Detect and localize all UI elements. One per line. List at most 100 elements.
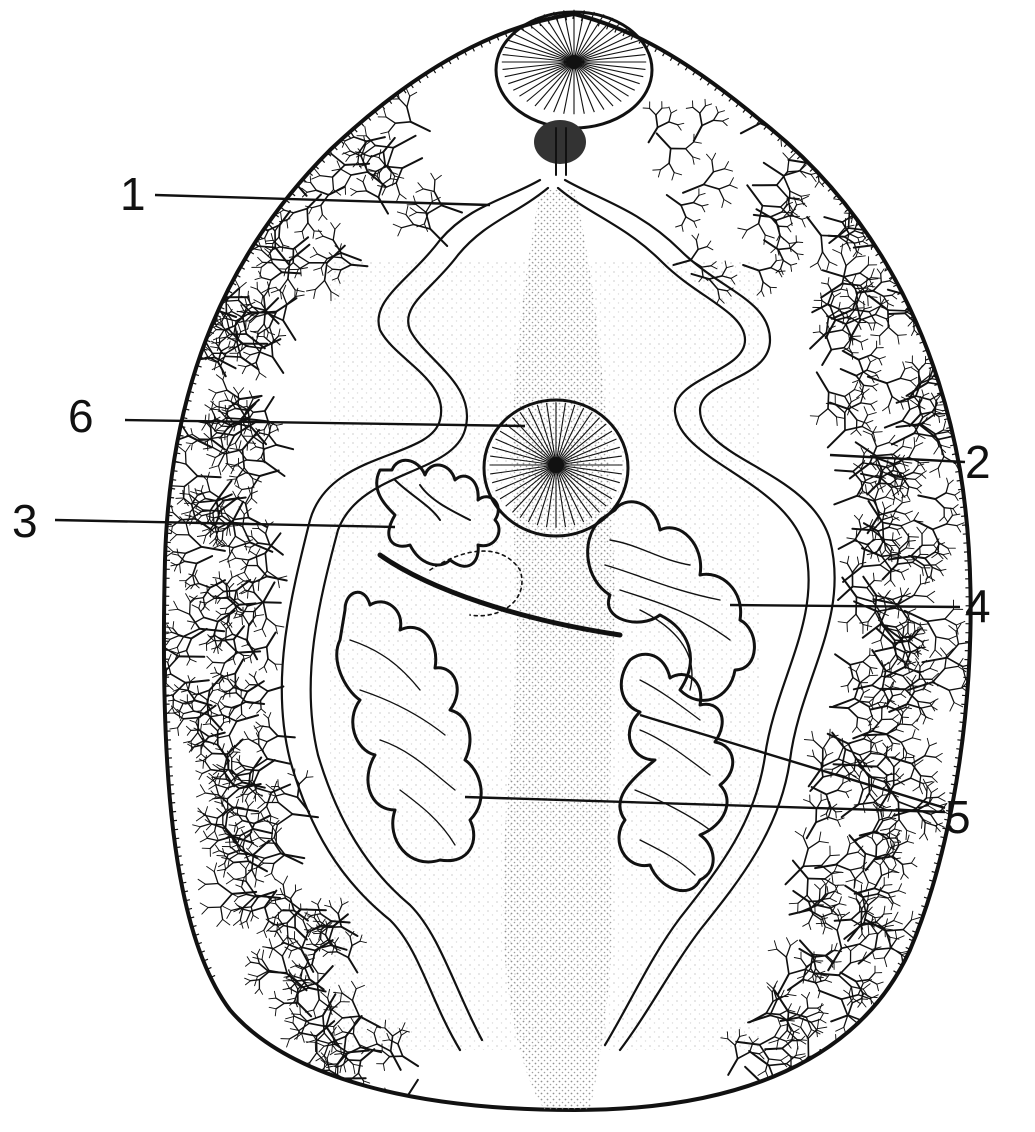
vitellarium-branch: [874, 876, 881, 889]
vitellarium-branch: [920, 776, 921, 787]
vitellarium-branch: [814, 757, 821, 764]
vitellarium-branch: [199, 584, 210, 588]
vitellarium-branch: [397, 212, 406, 215]
vitellarium-branch: [826, 794, 829, 805]
vitellarium-branch: [678, 125, 682, 130]
vitellarium-branch: [920, 787, 923, 794]
vitellarium-branch: [792, 1024, 801, 1028]
vitellarium-branch: [949, 690, 954, 702]
vitellarium-branch: [855, 683, 860, 699]
vitellarium-branch: [907, 835, 909, 841]
vitellarium-branch: [190, 659, 196, 662]
vitellarium-branch: [867, 362, 871, 370]
vitellarium-branch: [848, 678, 853, 686]
vitellarium-branch: [761, 291, 764, 297]
vitellarium-branch: [156, 697, 162, 703]
vitellarium-branch: [225, 405, 226, 414]
vitellarium-branch: [234, 861, 249, 862]
vitellarium-branch: [803, 923, 809, 926]
vitellarium-branch: [263, 742, 267, 750]
vitellarium-branch: [868, 925, 869, 935]
vitellarium-branch: [930, 468, 938, 472]
vitellarium-branch: [820, 1014, 823, 1020]
vitellarium-branch: [213, 764, 220, 769]
vitellarium-branch: [275, 879, 283, 885]
vitellarium-branch: [346, 156, 350, 162]
vitellarium-branch: [187, 651, 191, 660]
vitellarium-branch: [258, 543, 270, 545]
vitellarium-branch: [861, 482, 870, 484]
vitellarium-branch: [800, 1121, 801, 1131]
vitellarium-branch: [262, 618, 266, 629]
vitellarium-branch: [860, 676, 869, 683]
vitellarium-branch: [738, 1052, 750, 1058]
vitellarium-branch: [386, 183, 397, 188]
spine: [957, 740, 962, 741]
vitellarium-branch: [742, 230, 747, 238]
vitellarium-branch: [320, 1090, 332, 1091]
vitellarium-branch: [254, 672, 256, 678]
vitellarium-branch: [842, 804, 859, 817]
vitellarium-branch: [189, 352, 199, 360]
vitellarium-branch: [892, 758, 912, 764]
vitellarium-branch: [289, 904, 290, 910]
vitellarium-branch: [875, 305, 881, 315]
vitellarium-branch: [173, 513, 181, 520]
vitellarium-branch: [917, 714, 921, 722]
vitellarium-branch: [922, 321, 926, 325]
vitellarium-branch: [274, 991, 276, 998]
vitellarium-branch: [790, 191, 801, 196]
vitellarium-branch: [963, 417, 964, 426]
vitellarium-branch: [855, 288, 867, 289]
vitellarium-branch: [300, 119, 308, 121]
vitellarium-branch: [880, 695, 885, 702]
vitellarium-branch: [828, 430, 845, 447]
vitellarium-branch: [216, 611, 221, 615]
vitellarium-branch: [910, 381, 915, 386]
vitellarium-branch: [803, 828, 806, 837]
vitellarium-branch: [266, 534, 270, 545]
vitellarium-branch: [204, 535, 207, 543]
vitellarium-branch: [779, 226, 788, 227]
vitellarium-branch: [268, 659, 275, 664]
vitellarium-branch: [217, 869, 225, 870]
vitellarium-branch: [195, 488, 197, 495]
vitellarium-branch: [290, 148, 307, 163]
vitellarium-branch: [242, 488, 252, 490]
vitellarium-branch: [382, 1051, 389, 1057]
vitellarium-branch: [397, 1115, 404, 1116]
vitellarium-branch: [656, 115, 658, 128]
vitellarium-branch: [290, 123, 298, 132]
vitellarium-branch: [906, 548, 914, 549]
vitellarium-branch: [197, 754, 202, 758]
vitellarium-branch: [239, 603, 256, 604]
vitellarium-branch: [926, 787, 927, 799]
vitellarium-branch: [888, 891, 898, 894]
vitellarium-branch: [817, 1085, 824, 1086]
vitellarium-branch: [947, 644, 959, 658]
vitellarium-branch: [770, 1000, 777, 1015]
vitellarium-branch: [864, 407, 868, 415]
spine: [954, 766, 959, 767]
vitellarium-branch: [223, 634, 233, 639]
vitellarium-branch: [259, 529, 266, 534]
vitellarium-branch: [866, 764, 870, 772]
vitellarium-branch: [272, 873, 276, 879]
vitellarium-branch: [730, 178, 734, 185]
vitellarium-branch: [662, 108, 669, 109]
vitellarium-branch: [897, 254, 903, 259]
vitellarium-branch: [217, 586, 224, 592]
vitellarium-branch: [357, 191, 367, 192]
vitellarium-branch: [396, 183, 399, 194]
vitellarium-branch: [911, 918, 920, 921]
vitellarium-branch: [284, 926, 296, 929]
vitellarium-branch: [868, 612, 875, 622]
vitellarium-branch: [221, 798, 222, 806]
vitellarium-branch: [214, 863, 216, 872]
vitellarium-branch: [185, 680, 208, 682]
vitellarium-branch: [839, 897, 841, 904]
background-stipple: [330, 260, 760, 1050]
vitellarium-branch: [789, 969, 805, 974]
vitellarium-branch: [928, 366, 935, 383]
vitellarium-branch: [197, 281, 203, 287]
